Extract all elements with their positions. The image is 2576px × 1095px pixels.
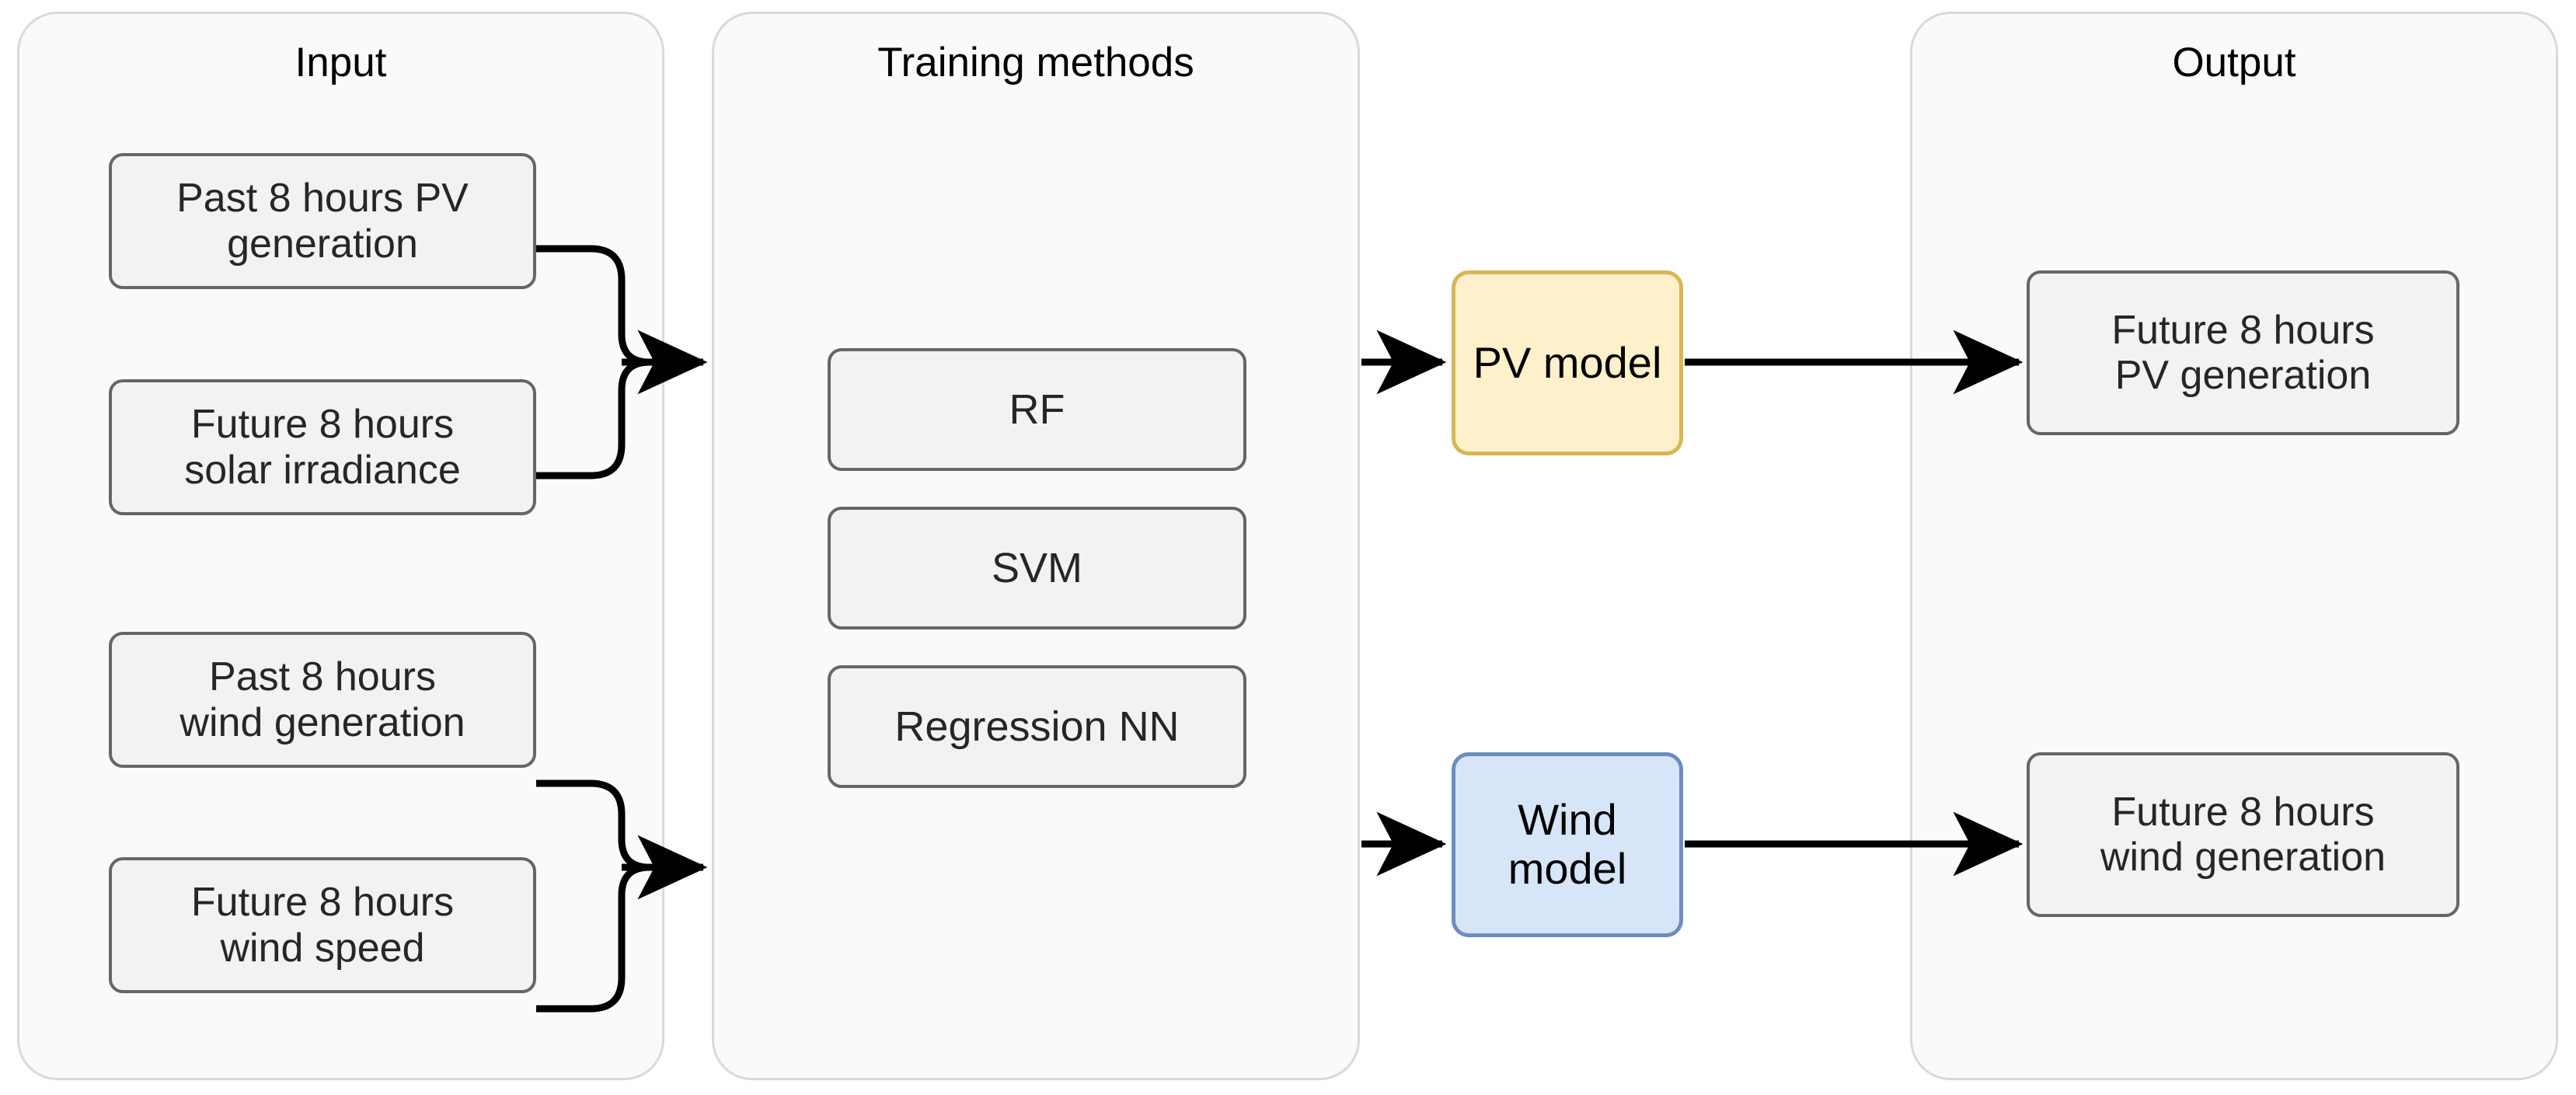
- node-line2: PV generation: [2114, 353, 2372, 398]
- node-future-pv-generation[interactable]: Future 8 hours PV generation: [2027, 270, 2459, 435]
- node-label-past-pv-generation: Past 8 hours PV generation: [161, 176, 484, 266]
- edge-past-wind-to-merge: [536, 779, 650, 871]
- node-future-wind-speed[interactable]: Future 8 hours wind speed: [109, 857, 536, 993]
- node-label-past-wind-generation: Past 8 hours wind generation: [164, 654, 480, 745]
- node-past-wind-generation[interactable]: Past 8 hours wind generation: [109, 632, 536, 768]
- node-line1: Past 8 hours PV: [176, 176, 469, 221]
- node-line2: wind speed: [220, 925, 425, 971]
- node-rf[interactable]: RF: [828, 348, 1246, 471]
- node-label-rf: RF: [1009, 385, 1065, 433]
- node-past-pv-generation[interactable]: Past 8 hours PV generation: [109, 153, 536, 289]
- node-future-solar-irradiance[interactable]: Future 8 hours solar irradiance: [109, 379, 536, 515]
- node-line1: Future 8 hours: [2111, 789, 2375, 835]
- node-regression-nn[interactable]: Regression NN: [828, 665, 1246, 788]
- edge-past-pv-to-merge: [536, 245, 650, 366]
- node-label-pv-model: PV model: [1473, 337, 1662, 387]
- edge-solar-to-merge: [536, 358, 650, 479]
- group-title-output: Output: [2172, 40, 2296, 85]
- node-line1: Past 8 hours: [209, 654, 436, 700]
- node-line2: generation: [227, 221, 418, 267]
- node-wind-model[interactable]: Wind model: [1452, 752, 1683, 937]
- node-line1: Future 8 hours: [2111, 307, 2375, 353]
- node-label-svm: SVM: [991, 544, 1083, 591]
- node-label-future-wind-generation: Future 8 hours wind generation: [2085, 790, 2401, 880]
- node-label-future-wind-speed: Future 8 hours wind speed: [176, 880, 469, 970]
- group-title-training: Training methods: [877, 40, 1194, 85]
- node-line2: solar irradiance: [184, 447, 461, 493]
- group-title-input: Input: [295, 40, 387, 85]
- node-line2: wind generation: [2100, 835, 2386, 880]
- node-label-future-solar-irradiance: Future 8 hours solar irradiance: [169, 402, 476, 492]
- node-svm[interactable]: SVM: [828, 507, 1246, 629]
- node-label-wind-model: Wind model: [1508, 795, 1627, 893]
- node-label-regression-nn: Regression NN: [894, 703, 1180, 750]
- node-line1: Future 8 hours: [190, 880, 455, 926]
- node-line1: Future 8 hours: [190, 402, 455, 448]
- node-label-future-pv-generation: Future 8 hours PV generation: [2096, 308, 2390, 398]
- edge-windspeed-to-merge: [536, 863, 650, 1013]
- node-future-wind-generation[interactable]: Future 8 hours wind generation: [2027, 752, 2459, 917]
- node-line2: wind generation: [180, 699, 465, 745]
- node-pv-model[interactable]: PV model: [1452, 270, 1683, 455]
